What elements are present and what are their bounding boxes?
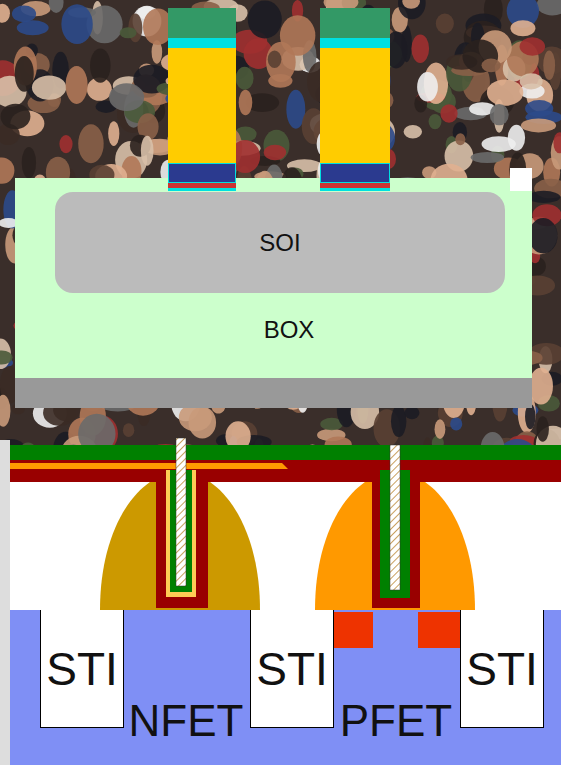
crowd-blob [543,50,555,80]
substrate-fill [10,610,561,765]
crowd-blob [236,67,254,90]
source-drain [418,612,463,648]
crowd-blob [280,15,315,56]
dielectric [10,445,561,610]
crowd-blob [527,191,560,203]
crowd-blob [15,56,34,92]
region-label: NFET [129,699,244,743]
soi-layer: SOI [55,192,505,293]
crowd-blob [32,75,66,99]
crowd-blob [123,423,134,437]
crowd-blob [482,136,516,152]
liner-green [10,445,561,460]
liner-red [10,460,561,482]
crowd-blob [0,4,10,23]
region-label: STI [46,646,118,692]
crowd-blob [0,350,13,364]
box-oxide-top [15,178,532,192]
crowd-blob [0,157,14,183]
region-label: SOI [259,231,300,255]
region-label: STI [466,646,538,692]
crowd-blob [90,49,111,83]
crowd-blob [66,66,88,104]
crowd-blob [17,20,49,35]
sti-region: STI [40,610,124,728]
crowd-blob [404,125,422,139]
sti-region: STI [250,610,334,728]
crowd-blob [61,4,92,44]
edge-strip [0,440,10,765]
crowd-blob [537,0,561,15]
crowd-blob [435,419,446,439]
liner-orange [10,463,288,469]
crowd-blob [398,0,426,19]
crowd-blob [520,73,543,89]
crowd-blob [429,114,442,129]
crowd-blob [529,368,553,405]
bulk-substrate: NFET PFET STI STI STI [10,610,561,765]
crowd-blob [141,136,154,166]
contact-plug [176,438,186,586]
gate-stack [168,8,236,192]
substrate-strip [15,378,532,408]
crowd-blob [264,145,286,160]
crowd-blob [120,27,137,38]
crowd-blob [520,37,545,55]
box-oxide: BOX SOI [15,191,532,378]
crowd-blob [404,406,419,419]
crowd-blob [490,104,509,125]
crowd-blob [436,14,454,34]
crowd-blob [440,104,457,123]
crowd-blob [1,104,31,130]
crowd-blob [482,59,501,73]
crowd-blob [59,135,72,153]
crowd-blob [268,51,282,68]
crowd-blob [553,132,561,153]
crowd-blob [22,147,36,178]
crowd-blob [411,34,429,63]
crowd-blob [0,395,10,427]
region-label: STI [256,646,328,692]
source-drain [328,612,373,648]
contact-plug [390,445,400,590]
crowd-blob [49,0,64,13]
crowd-blob [455,133,465,145]
crowd-blob [109,83,144,111]
crowd-blob [471,152,504,163]
gate-stack [320,8,390,192]
crowd-blob [391,405,406,437]
crowd-blob [264,130,290,162]
crowd-blob [417,72,438,101]
crowd-blob [487,79,523,105]
box-notch [510,168,532,193]
sti-region: STI [460,610,544,728]
crowd-blob [529,218,558,253]
crowd-blob [450,417,462,430]
crowd-blob [78,124,103,163]
crowd-blob [108,121,119,146]
region-label: PFET [340,699,452,743]
crowd-blob [12,6,36,23]
crowd-blob [268,74,292,88]
crowd-blob [510,20,535,36]
crowd-blob [536,416,548,441]
crowd-blob [248,0,282,38]
region-label: BOX [264,318,315,342]
crowd-blob [521,119,556,133]
crowd-blob [239,90,253,115]
crowd-blob [402,0,420,9]
